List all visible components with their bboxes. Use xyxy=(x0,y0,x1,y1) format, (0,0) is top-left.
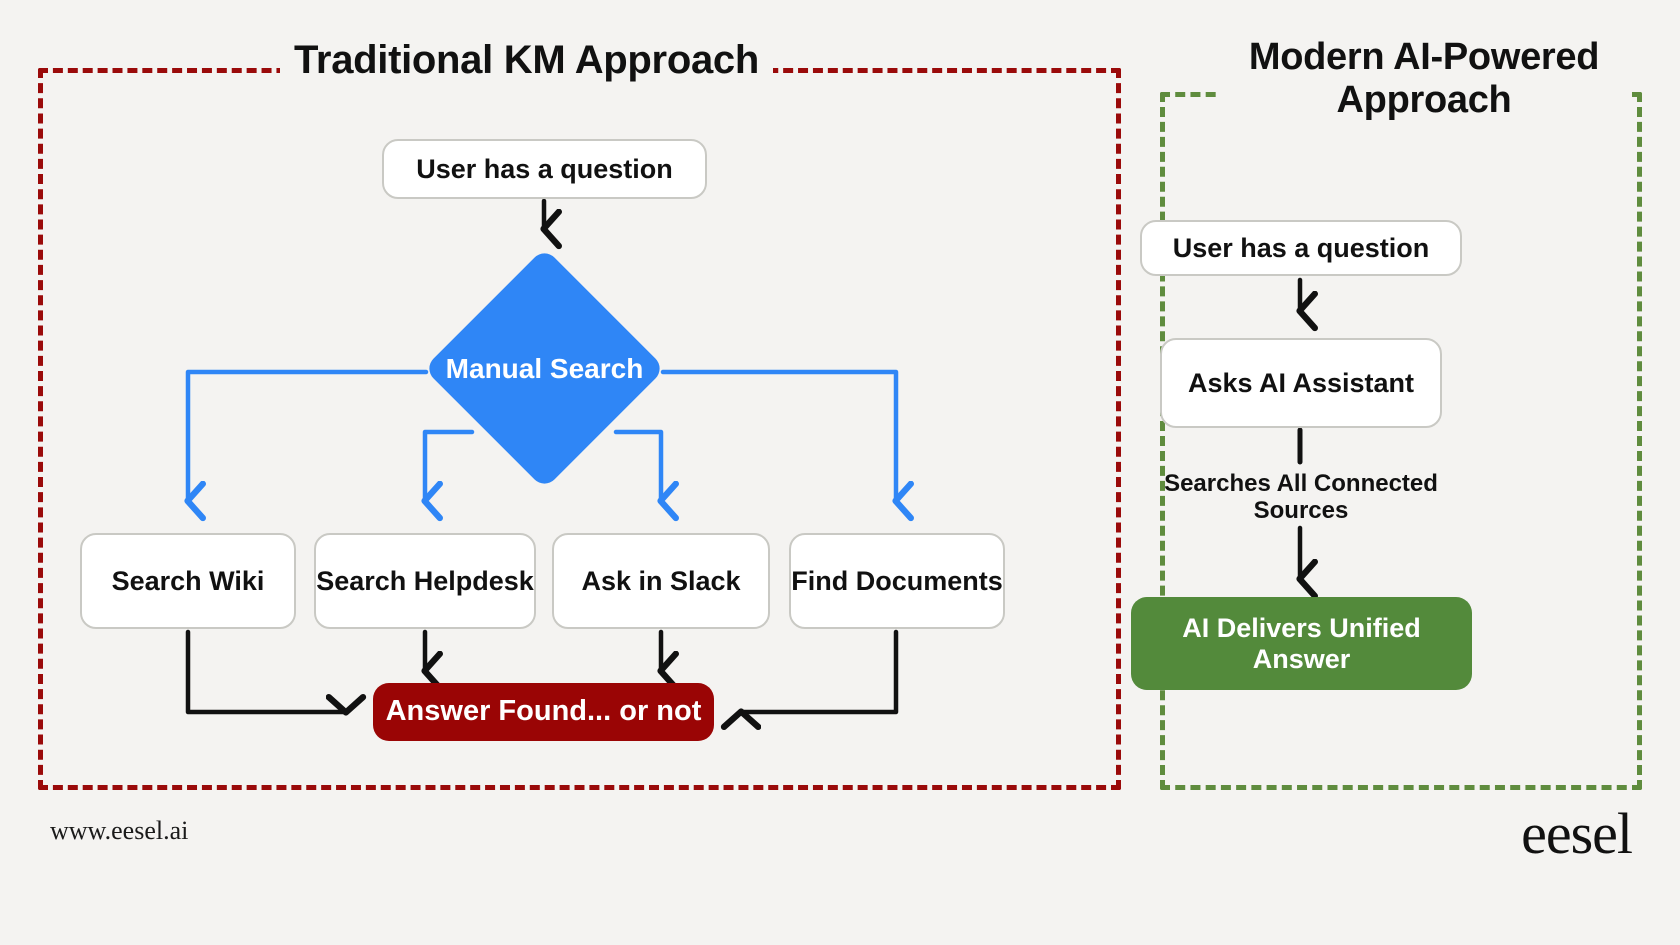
edge-label-searches-all-connected-sources: Searches All Connected Sources xyxy=(1164,469,1438,524)
footer-website-url[interactable]: www.eesel.ai xyxy=(50,816,189,845)
node-ai-delivers-unified-answer[interactable]: AI Delivers Unified Answer xyxy=(1131,597,1472,690)
node-search-wiki[interactable]: Search Wiki xyxy=(80,533,296,629)
panel-title-modern: Modern AI-Powered Approach xyxy=(1218,36,1630,122)
node-find-documents[interactable]: Find Documents xyxy=(789,533,1005,629)
node-answer-found-or-not[interactable]: Answer Found... or not xyxy=(373,683,714,741)
node-user-has-a-question[interactable]: User has a question xyxy=(382,139,707,199)
panel-title-traditional: Traditional KM Approach xyxy=(280,38,773,83)
node-ask-in-slack[interactable]: Ask in Slack xyxy=(552,533,770,629)
brand-logo-eesel: eesel xyxy=(1521,801,1633,866)
node-manual-search-label: Manual Search xyxy=(445,352,644,384)
node-asks-ai-assistant[interactable]: Asks AI Assistant xyxy=(1160,338,1442,428)
node-search-helpdesk[interactable]: Search Helpdesk xyxy=(314,533,536,629)
node-user-has-a-question-modern[interactable]: User has a question xyxy=(1140,220,1462,276)
node-manual-search[interactable]: Manual Search xyxy=(423,247,666,490)
